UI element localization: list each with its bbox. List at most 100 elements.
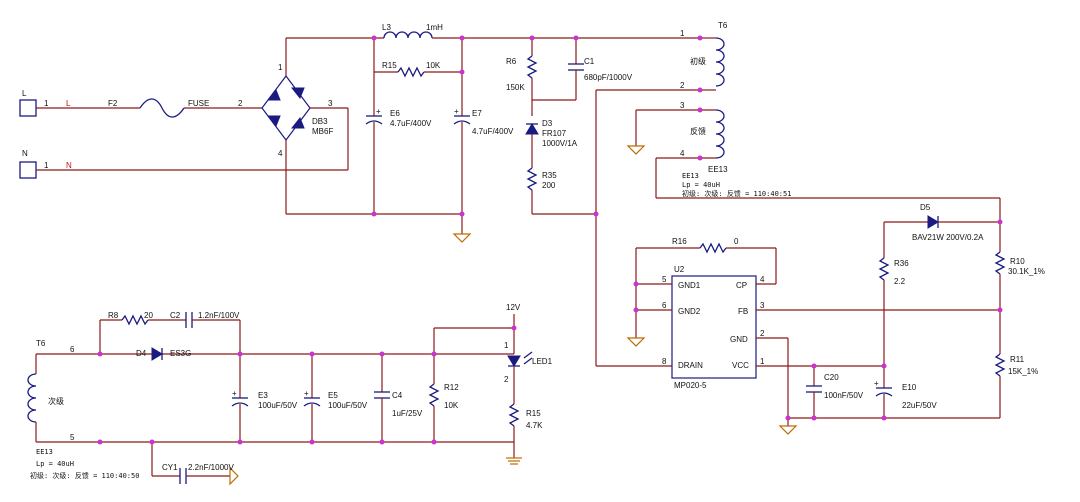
label-D5-val: BAV21W 200V/0.2A	[912, 233, 984, 242]
pin-num-1: 1	[760, 357, 765, 366]
capacitor-E3	[231, 397, 249, 407]
resistor-R35	[526, 167, 538, 191]
resistor-R12	[428, 383, 440, 407]
label-C1: C1	[584, 57, 595, 66]
label-L-term: L	[22, 89, 27, 98]
capacitor-E10	[875, 387, 893, 397]
resistor-R15-top	[397, 66, 425, 78]
pin-num-8: 8	[662, 357, 667, 366]
label-DB3-val: MB6F	[312, 127, 333, 136]
label-lp-b: Lp = 40uH	[36, 460, 74, 468]
label-R16: R16	[672, 237, 687, 246]
label-R10: R10	[1010, 257, 1025, 266]
label-D3-val1: FR107	[542, 129, 567, 138]
resistor-R6	[526, 55, 538, 79]
junctions	[97, 35, 1003, 445]
pin-vcc: VCC	[732, 361, 749, 370]
resistor-R15-bottom	[508, 403, 520, 427]
label-tp1: 1	[680, 29, 685, 38]
ground-hv	[452, 233, 472, 243]
resistor-R8	[121, 314, 149, 326]
label-L-pin: 1	[44, 99, 49, 108]
label-led-p1: 1	[504, 341, 509, 350]
label-D4: D4	[136, 349, 147, 358]
label-N-term: N	[22, 149, 28, 158]
capacitor-C1	[568, 63, 584, 71]
capacitor-E6	[365, 115, 383, 125]
label-E10: E10	[902, 383, 917, 392]
label-C20: C20	[824, 373, 839, 382]
pin-num-3: 3	[760, 301, 765, 310]
label-R36-val: 2.2	[894, 277, 906, 286]
ground-u2	[626, 337, 646, 347]
label-D5: D5	[920, 203, 931, 212]
terminal-N	[19, 161, 348, 179]
label-E10-plus: +	[874, 379, 879, 388]
label-ratio-a: 初级: 次级: 反馈 = 110:40:51	[682, 189, 791, 198]
label-C4-val: 1uF/25V	[392, 409, 423, 418]
label-C2: C2	[170, 311, 181, 320]
ic-U2	[671, 275, 757, 379]
inductor-L3	[383, 31, 433, 39]
pin-gnd: GND	[730, 335, 748, 344]
label-R8-val: 20	[144, 311, 153, 320]
pin-gnd1: GND1	[678, 281, 701, 290]
label-E6-val: 4.7uF/400V	[390, 119, 432, 128]
fuse-F2	[139, 98, 262, 118]
label-T6: T6	[718, 21, 728, 30]
terminal-L	[19, 99, 140, 117]
label-R6: R6	[506, 57, 517, 66]
label-E7: E7	[472, 109, 482, 118]
label-tp3: 3	[680, 101, 685, 110]
capacitor-E5	[303, 397, 321, 407]
label-ratio-b: 初级: 次级: 反馈 = 110:40:50	[30, 471, 139, 480]
label-C1-val: 680pF/1000V	[584, 73, 633, 82]
label-sec: 次级	[48, 396, 64, 406]
label-R35: R35	[542, 171, 557, 180]
ground-fb	[626, 145, 646, 155]
label-E3-plus: +	[232, 389, 237, 398]
label-LED1: LED1	[532, 357, 553, 366]
label-sp6: 6	[70, 345, 75, 354]
label-D4-val: ES3G	[170, 349, 191, 358]
label-R15b-val: 4.7K	[526, 421, 543, 430]
pin-num-2: 2	[760, 329, 765, 338]
label-db-pin3: 3	[328, 99, 333, 108]
label-fb: 反馈	[690, 126, 706, 136]
label-12V: 12V	[506, 303, 521, 312]
pin-num-6: 6	[662, 301, 667, 310]
label-led-p2: 2	[504, 375, 509, 384]
label-N-pin: 1	[44, 161, 49, 170]
pin-drain: DRAIN	[678, 361, 703, 370]
label-U2-part: MP020-5	[674, 381, 707, 390]
transformer-feedback	[636, 109, 725, 159]
diode-D4	[151, 347, 163, 361]
label-R11-val: 15K_1%	[1008, 367, 1038, 376]
label-E3: E3	[258, 391, 268, 400]
label-E7-val: 4.7uF/400V	[472, 127, 514, 136]
label-R12: R12	[444, 383, 459, 392]
label-R35-val: 200	[542, 181, 556, 190]
label-C4: C4	[392, 391, 403, 400]
label-E5-plus: +	[304, 389, 309, 398]
label-L3-val: 1mH	[426, 23, 443, 32]
ground-secondary	[506, 457, 522, 465]
transformer-secondary	[27, 354, 37, 442]
label-ee13-a: EE13	[682, 172, 699, 180]
label-L-net: L	[66, 99, 71, 108]
label-ee13-b: EE13	[36, 448, 53, 456]
label-E5-val: 100uF/50V	[328, 401, 368, 410]
bridge-rectifier-DB3	[261, 38, 349, 214]
ground-cy1	[229, 466, 239, 486]
label-tp2: 2	[680, 81, 685, 90]
transformer-primary	[700, 37, 725, 91]
label-sp5: 5	[70, 433, 75, 442]
label-prim: 初级	[690, 56, 706, 66]
capacitor-C4	[374, 391, 390, 399]
label-R12-val: 10K	[444, 401, 459, 410]
ground-ic	[778, 425, 798, 435]
label-R15a-val: 10K	[426, 61, 441, 70]
label-tp4: 4	[680, 149, 685, 158]
label-R36: R36	[894, 259, 909, 268]
label-db-pin4: 4	[278, 149, 283, 158]
